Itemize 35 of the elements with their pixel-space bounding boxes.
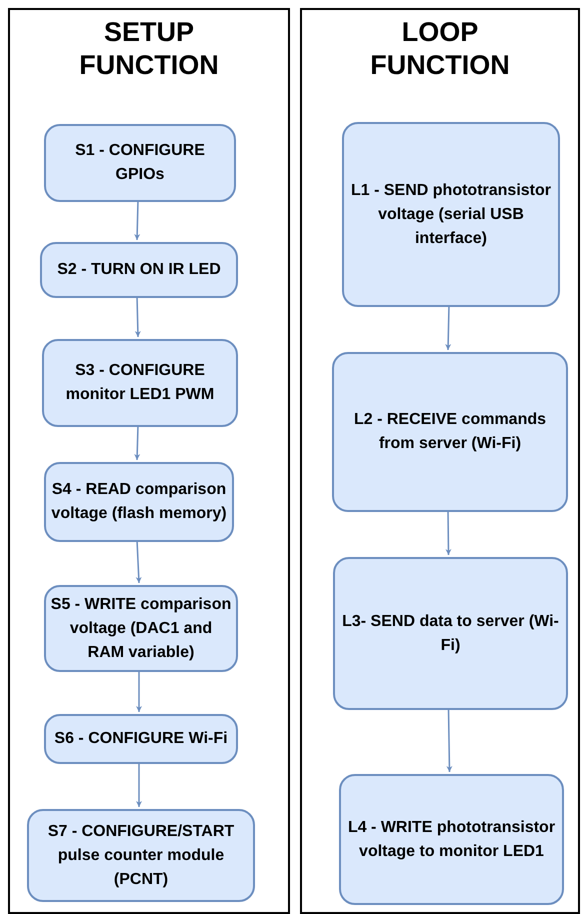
process-box <box>332 352 568 512</box>
step-text: L4 - WRITE phototransistor voltage to monitor LED1 <box>346 818 556 862</box>
process-box <box>42 339 238 427</box>
step-text: S5 - WRITE comparison voltage (DAC1 and RAM variable) <box>50 594 232 662</box>
arrow <box>136 762 142 807</box>
process-box <box>44 462 234 542</box>
step-text: S1 - CONFIGURE GPIOs <box>74 141 206 185</box>
arrow <box>445 510 452 555</box>
step-text: S4 - READ comparison voltage (flash memory) <box>50 480 228 524</box>
step-text: S2 - TURN ON IR LED <box>57 260 221 280</box>
function-panel <box>300 8 580 914</box>
process-box <box>44 585 238 672</box>
step-text: S7 - CONFIGURE/START pulse counter module (PCNT) <box>46 822 236 890</box>
arrow <box>134 296 141 338</box>
process-box <box>333 557 568 710</box>
process-box <box>40 242 238 298</box>
process-box <box>27 809 255 902</box>
panel-title: LOOP FUNCTION <box>369 16 511 82</box>
process-box <box>44 714 238 764</box>
step-text: L1 - SEND phototransistor voltage (serial USB interface) <box>350 180 552 248</box>
arrow <box>136 540 142 584</box>
process-box <box>342 122 560 307</box>
arrow <box>445 304 452 350</box>
panel-title: SETUP FUNCTION <box>78 16 220 82</box>
process-box <box>44 124 236 202</box>
step-text: L3- SEND data to server (Wi-Fi) <box>341 612 560 656</box>
step-text: S3 - CONFIGURE monitor LED1 PWM <box>64 361 216 405</box>
arrow <box>134 200 140 240</box>
arrow <box>134 424 140 460</box>
process-box <box>339 774 564 905</box>
step-text: S6 - CONFIGURE Wi-Fi <box>54 729 228 749</box>
function-panel <box>8 8 290 914</box>
arrow <box>446 708 452 772</box>
arrow <box>136 670 142 712</box>
step-text: L2 - RECEIVE commands from server (Wi-Fi) <box>352 410 548 454</box>
